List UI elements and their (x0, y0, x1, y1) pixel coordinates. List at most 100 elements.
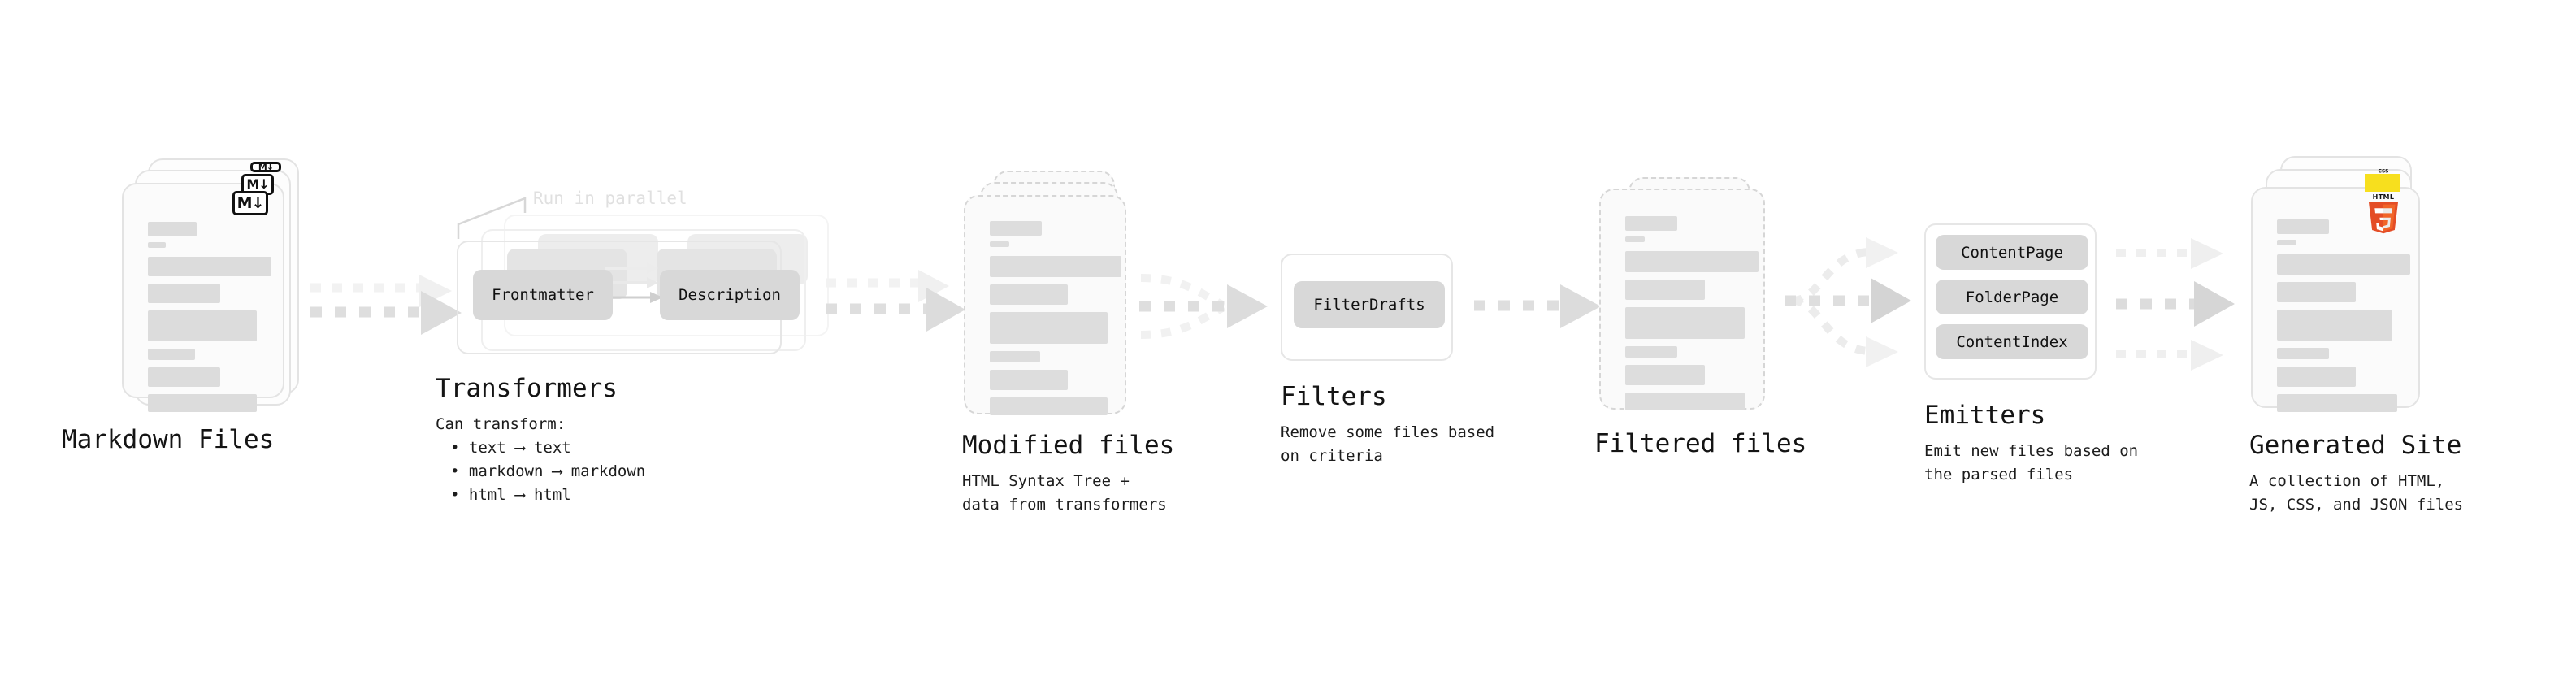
arrowhead (421, 291, 462, 335)
stage-generated-site: CSS HTML (2249, 156, 2463, 514)
transformer-bullet-1: • markdown ⟶ markdown (450, 462, 646, 480)
inner-arrowhead-faint (647, 277, 658, 288)
connector-emitters-to-site (2116, 238, 2235, 371)
modified-skeleton (990, 221, 1121, 415)
skeleton-bar (2277, 310, 2392, 340)
stage-desc-transformers: Can transform: (436, 415, 566, 433)
filtered-card-stack (1599, 177, 1778, 437)
skeleton-bar (2277, 254, 2410, 275)
stage-title-filtered-files: Filtered files (1594, 429, 1807, 458)
html5-badge-wordmark: HTML (2373, 193, 2395, 201)
markdown-card-front (122, 183, 284, 412)
stage-desc-generated-site: A collection of HTML, JS, CSS, and JSON … (2249, 472, 2464, 514)
skeleton-bar (148, 349, 195, 360)
emitters-group: ContentPage FolderPage ContentIndex (1924, 223, 2097, 380)
connector-transformers-to-modified (826, 270, 965, 332)
markdown-card-stack: M↓ M↓ M↓ (122, 158, 309, 419)
skeleton-bar (990, 221, 1042, 236)
stage-desc-emitters: Emit new files based on the parsed files (1924, 442, 2139, 484)
emitter-pill-label: FolderPage (1965, 288, 2059, 306)
skeleton-bar (1625, 365, 1705, 385)
skeleton-bar (1625, 216, 1677, 231)
arrowhead (2194, 281, 2235, 327)
filter-pill-filterdrafts[interactable]: FilterDrafts (1294, 281, 1445, 328)
markdown-badge-text-mid: M↓ (246, 176, 269, 192)
arrowhead-faint (1866, 237, 1898, 268)
stage-title-markdown-files: Markdown Files (62, 425, 275, 454)
skeleton-bar (1625, 236, 1645, 242)
connector-branch-faint (1140, 274, 1226, 310)
transformer-pill-description[interactable]: Description (660, 270, 800, 320)
emitter-pill-label: ContentPage (1961, 243, 2063, 262)
arrowhead-faint (2191, 340, 2223, 371)
skeleton-bar (148, 367, 220, 387)
connector-filtered-to-emitters (1785, 237, 1911, 367)
emitter-pill-label: ContentIndex (1956, 332, 2068, 351)
skeleton-bar (990, 351, 1040, 362)
skeleton-bar (1625, 393, 1745, 410)
brace-path (457, 197, 527, 239)
connector-modified-to-filters (1139, 274, 1268, 339)
run-in-parallel-brace (457, 197, 527, 239)
arrowhead-faint (918, 270, 949, 302)
skeleton-bar (990, 284, 1068, 305)
css3-badge-text: CSS (2379, 169, 2389, 175)
emitter-pill-folderpage[interactable]: FolderPage (1936, 280, 2088, 314)
connector-branch-faint (1140, 303, 1226, 339)
skeleton-bar (148, 257, 271, 276)
inner-arrowhead-faint (647, 262, 658, 274)
skeleton-bar (1625, 280, 1705, 300)
transformer-pill-label: Description (679, 286, 781, 304)
markdown-badge-front: M↓ (232, 191, 268, 215)
emitter-pill-contentindex[interactable]: ContentIndex (1936, 324, 2088, 359)
skeleton-bar (2277, 219, 2329, 234)
js-badge (2365, 174, 2400, 192)
run-in-parallel-note: Run in parallel (533, 189, 687, 208)
stage-modified-files: Modified files HTML Syntax Tree + data f… (962, 171, 1174, 514)
skeleton-bar (990, 370, 1068, 390)
emitter-pill-contentpage[interactable]: ContentPage (1936, 235, 2088, 270)
skeleton-bar (148, 242, 166, 248)
skeleton-bar (990, 241, 1009, 247)
connector-filters-to-filtered (1474, 284, 1601, 328)
site-skeleton (2277, 219, 2410, 412)
transformer-group-front: Frontmatter Description (457, 241, 800, 354)
skeleton-bar (1625, 307, 1745, 339)
arrowhead (926, 288, 965, 332)
stage-title-emitters: Emitters (1924, 401, 2046, 430)
stage-markdown-files: M↓ M↓ M↓ (62, 158, 309, 454)
stage-filtered-files: Filtered files (1594, 177, 1806, 458)
html5-glyph-right (2383, 208, 2392, 229)
skeleton-bar (148, 310, 257, 341)
transformer-bullet-2: • html ⟶ html (450, 486, 571, 504)
skeleton-bar (2277, 282, 2356, 302)
skeleton-bar (2277, 240, 2296, 245)
stage-title-modified-files: Modified files (962, 431, 1175, 460)
arrowhead (1871, 278, 1911, 323)
stage-title-filters: Filters (1281, 382, 1387, 411)
markdown-skeleton (148, 222, 271, 412)
stage-title-generated-site: Generated Site (2249, 431, 2462, 460)
skeleton-bar (990, 397, 1108, 415)
html5-glyph-left (2374, 208, 2383, 232)
stage-desc-filters: Remove some files based on criteria (1281, 423, 1495, 465)
skeleton-bar (2277, 394, 2397, 412)
filtered-skeleton (1625, 216, 1759, 410)
markdown-badge-text-back: M↓ (258, 162, 274, 172)
inner-arrowhead (650, 292, 663, 303)
connector-branch-faint (1792, 248, 1870, 305)
skeleton-bar (148, 394, 257, 412)
arrowhead (1227, 284, 1268, 328)
html5-badge: HTML (2369, 193, 2398, 234)
stage-desc-modified-files: HTML Syntax Tree + data from transformer… (962, 472, 1167, 514)
transformer-pill-frontmatter[interactable]: Frontmatter (473, 270, 613, 320)
skeleton-bar (2277, 348, 2329, 359)
skeleton-bar (990, 312, 1108, 344)
connector-branch-faint (1792, 297, 1870, 355)
filtered-card-front (1599, 189, 1765, 410)
transformer-pill-label: Frontmatter (492, 286, 594, 304)
skeleton-bar (148, 222, 197, 236)
stage-title-transformers: Transformers (436, 374, 618, 403)
skeleton-bar (2277, 367, 2356, 387)
